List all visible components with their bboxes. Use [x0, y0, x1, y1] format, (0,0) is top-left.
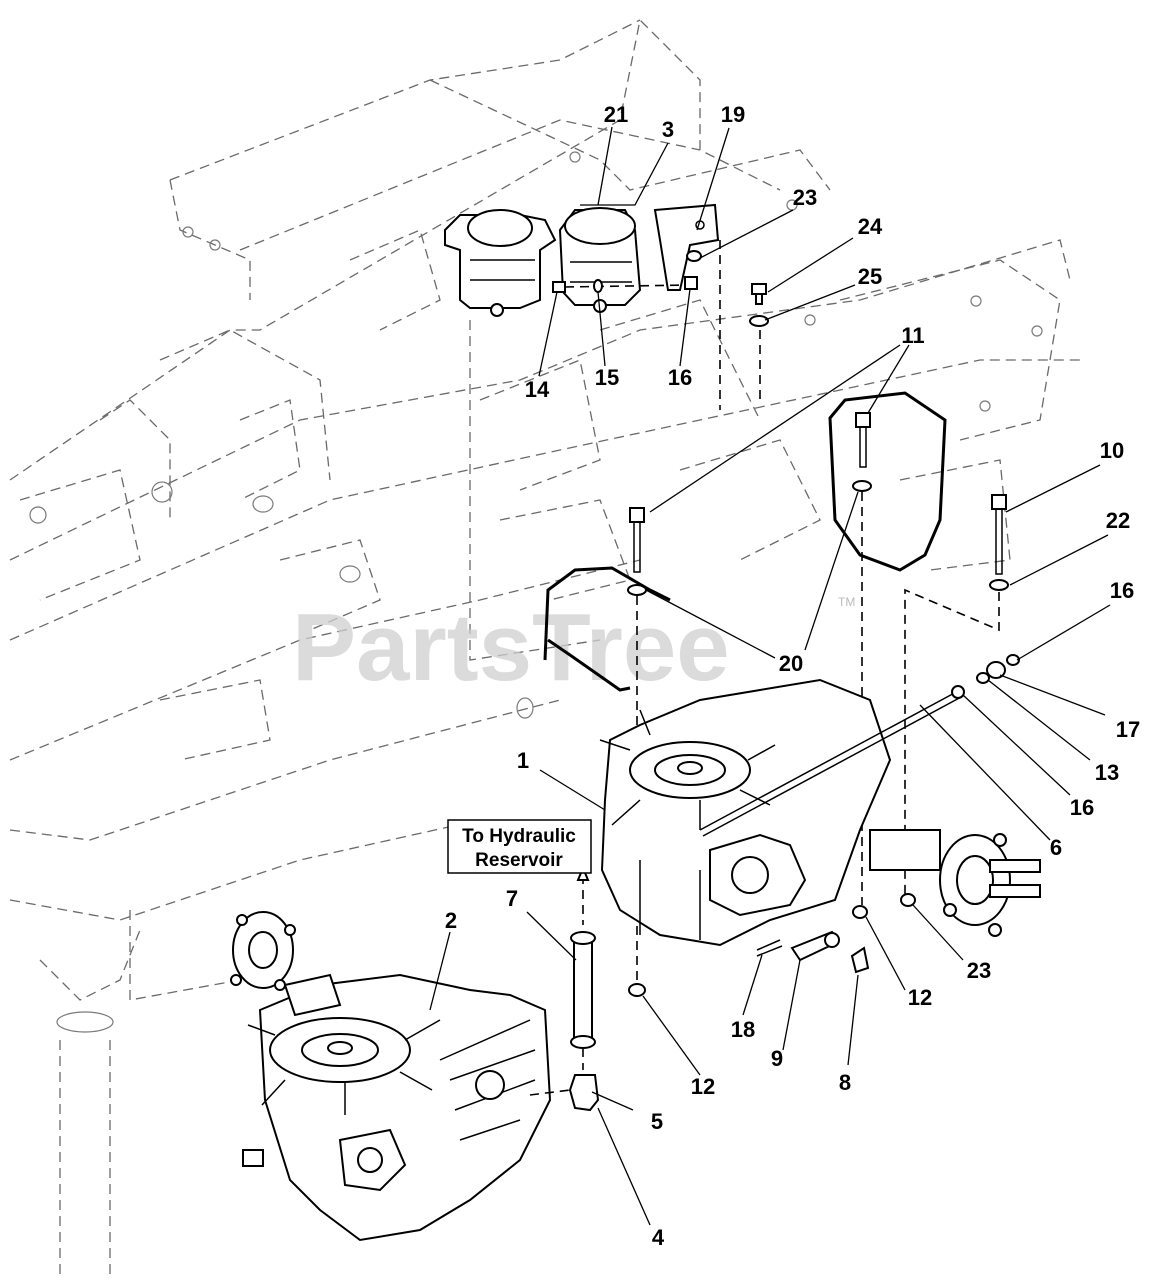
mounting-region-outline-left	[543, 566, 671, 661]
callout-21: 21	[604, 102, 628, 127]
callout-7: 7	[506, 886, 518, 911]
callout-6: 6	[1050, 835, 1062, 860]
callout-16-right: 16	[1110, 578, 1134, 603]
callout-16-lower: 16	[1070, 795, 1094, 820]
hydraulic-reservoirs	[444, 207, 642, 317]
callout-23-lower: 23	[967, 958, 991, 983]
callout-18: 18	[731, 1017, 755, 1042]
callout-14: 14	[525, 377, 550, 402]
callout-25: 25	[858, 264, 882, 289]
callout-4: 4	[652, 1225, 665, 1250]
callout-22: 22	[1106, 508, 1130, 533]
linkage-parts	[756, 930, 870, 974]
callout-2: 2	[445, 908, 457, 933]
callout-9: 9	[771, 1046, 783, 1071]
right-transmission	[599, 678, 1041, 947]
mounting-region-outline-left-2	[547, 638, 631, 692]
callout-5: 5	[651, 1109, 663, 1134]
callout-12-right: 12	[908, 985, 932, 1010]
callout-12-lower: 12	[691, 1074, 715, 1099]
left-transmission	[230, 911, 552, 1242]
callout-10: 10	[1100, 438, 1124, 463]
callout-15: 15	[595, 365, 619, 390]
hose-assembly	[529, 865, 600, 1112]
watermark: PartsTree TM	[292, 594, 855, 701]
callout-3: 3	[662, 117, 674, 142]
rod-end-fasteners	[951, 654, 1020, 699]
mower-frame-outline	[9, 18, 1080, 1280]
callout-23-top: 23	[793, 185, 817, 210]
watermark-trademark: TM	[838, 595, 855, 609]
callout-8: 8	[839, 1070, 851, 1095]
leader-lines	[429, 126, 1111, 1226]
callout-17: 17	[1116, 717, 1140, 742]
note-line-2: Reservoir	[475, 850, 563, 871]
callout-1: 1	[517, 748, 529, 773]
mounting-region-outline-right	[828, 391, 947, 572]
callout-24: 24	[858, 214, 883, 239]
reservoir-note: To Hydraulic Reservoir	[447, 819, 592, 874]
callout-19: 19	[721, 102, 745, 127]
callout-11: 11	[901, 323, 924, 348]
watermark-text: PartsTree	[292, 594, 730, 701]
callout-labels: 21 3 19 23 24 25 14 15 16 11 10 22 16 20…	[445, 102, 1140, 1250]
callout-13: 13	[1095, 760, 1119, 785]
nut-12-lower	[628, 983, 646, 997]
fasteners-23-24-25	[686, 240, 769, 410]
fasteners-14-15-16	[552, 276, 698, 293]
note-line-1: To Hydraulic	[462, 826, 576, 847]
bolts-and-washers	[627, 412, 1009, 990]
callout-20: 20	[779, 651, 803, 676]
callout-16-top: 16	[668, 365, 692, 390]
